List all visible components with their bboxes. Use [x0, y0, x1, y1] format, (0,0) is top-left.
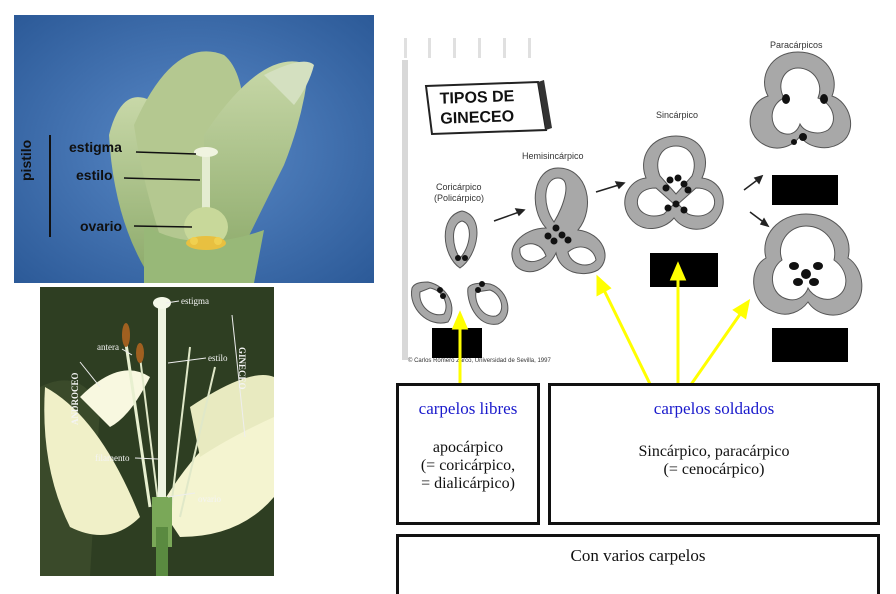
label-policarpico: (Policárpico): [434, 193, 485, 203]
label-pistilo: pistilo: [18, 139, 34, 181]
diagram-credit: © Carlos Romero Zarco, Universidad de Se…: [408, 358, 551, 364]
label-paracarpicos: Paracárpicos: [770, 40, 823, 50]
libres-line3: = dialicárpico): [421, 475, 515, 492]
redaction-block: [432, 328, 482, 358]
label-antera: antera: [97, 342, 119, 352]
pistil-flower-image: [14, 15, 374, 283]
box-carpelos-libres: carpelos libres apocárpico (= coricárpic…: [396, 383, 540, 525]
label-estigma-lily: estigma: [181, 296, 209, 306]
label-gineceo: GINECEO: [237, 347, 247, 390]
label-ovario: ovario: [80, 218, 123, 234]
lily-photo: estigma antera estilo ANDROCEO GINECEO f…: [40, 287, 274, 576]
label-coricarpico: Coricárpico: [436, 182, 482, 192]
pistil-photo: estigma estilo ovario pistilo: [14, 15, 374, 283]
redaction-block: [772, 328, 848, 362]
label-hemisincarpico: Hemisincárpico: [522, 151, 584, 161]
label-sincarpico: Sincárpico: [656, 110, 699, 120]
varios-text: Con varios carpelos: [570, 546, 706, 565]
libres-line2: (= coricárpico,: [420, 457, 516, 474]
label-estigma: estigma: [69, 139, 122, 155]
label-estilo-lily: estilo: [208, 353, 228, 363]
diagram-title-line2: GINECEO: [440, 108, 515, 128]
redaction-block: [650, 253, 718, 287]
redaction-block: [772, 175, 838, 205]
gynoecium-diagram: TIPOS DE GINECEO Coricárpico (Policárpic…: [398, 38, 888, 373]
box-carpelos-soldados: carpelos soldados Sincárpico, paracárpic…: [548, 383, 880, 525]
label-estilo: estilo: [76, 167, 113, 183]
label-filamento: filamento: [95, 453, 130, 463]
diagram-title: TIPOS DE GINECEO: [439, 86, 540, 129]
soldados-line2: (= cenocárpico): [663, 461, 765, 478]
box-con-varios-carpelos: Con varios carpelos: [396, 534, 880, 594]
soldados-line1: Sincárpico, paracárpico: [638, 443, 790, 460]
soldados-title: carpelos soldados: [653, 399, 775, 418]
libres-title: carpelos libres: [418, 399, 518, 418]
libres-line1: apocárpico: [432, 439, 504, 456]
label-ovario-lily: ovario: [198, 494, 221, 504]
label-androceo: ANDROCEO: [70, 372, 80, 425]
lily-flower-image: [40, 287, 274, 576]
